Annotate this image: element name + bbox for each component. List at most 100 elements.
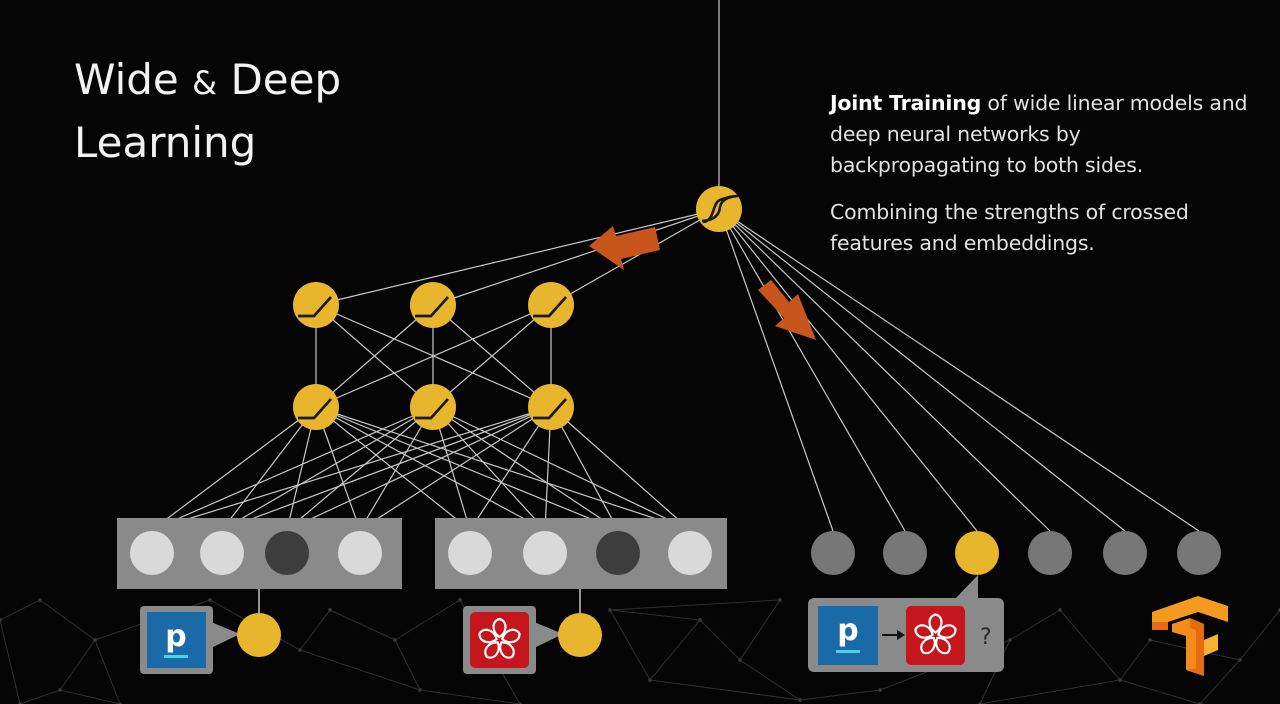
mesh-node [0,617,3,623]
wide-feature-unit-active [955,531,999,575]
embedding-unit [523,531,567,575]
embedding-unit [200,531,244,575]
question-mark: ? [980,625,992,650]
pandora-app-icon [818,606,878,665]
mesh-line [1119,679,1201,704]
mesh-line [799,689,881,701]
edge [432,208,720,306]
edge [432,406,546,531]
feature-key-unit [237,613,281,657]
edge [315,406,546,531]
mesh-line [739,659,801,701]
edge [221,406,317,531]
mesh-node [327,607,333,613]
mesh-line [19,689,61,704]
title-word-wide: Wide [74,55,179,104]
pandora-app-icon [147,612,206,668]
relu-neuron-icon [528,282,574,328]
mesh-node [37,597,43,603]
edge [359,406,434,531]
edge [286,406,434,531]
wide-feature-unit [1103,531,1147,575]
embedding-unit [130,531,174,575]
pandora-callout: p [140,606,281,674]
mesh-line [94,639,121,704]
edge [469,406,552,531]
mesh-node [737,657,743,663]
slide-description: Joint Training of wide linear models and… [830,88,1250,275]
mesh-node [647,677,653,683]
hidden-layers [293,282,574,430]
edge [286,406,552,531]
relu-neuron-icon [410,282,456,328]
mesh-line [1059,609,1121,681]
pandora-letter: p [837,613,858,648]
joint-training-text: of wide linear models and deep neural ne… [830,91,1248,177]
joint-training-bold: Joint Training [830,91,982,115]
mesh-line [609,599,781,611]
combining-paragraph: Combining the strengths of crossed featu… [830,200,1189,255]
edge [315,406,619,531]
mesh-node [417,687,423,693]
edge [432,406,691,531]
mesh-line [329,609,396,641]
mesh-line [1199,659,1241,704]
yelp-callout [463,606,602,674]
mesh-line [609,609,701,621]
edge [315,406,471,531]
mesh-line [299,609,331,651]
backprop-arrow-icon [758,280,816,340]
mesh-line [609,609,651,681]
mesh-node [457,597,463,603]
edge [315,304,552,408]
wide-feature-unit [1177,531,1221,575]
edge [221,406,434,531]
mesh-node [607,607,613,613]
mesh-line [59,689,121,704]
mesh-node [797,697,803,703]
mesh-node [1147,637,1153,643]
crossed-feature-callout: p ? [808,575,1004,672]
mesh-line [1009,609,1061,641]
wide-feature-unit [883,531,927,575]
pandora-letter: p [165,619,186,654]
edge [432,304,552,408]
mesh-line [649,679,801,701]
mesh-line [0,599,41,621]
relu-neuron-icon [528,384,574,430]
sigmoid-neuron-icon [696,186,742,232]
network-edges [151,0,1200,532]
embedding-unit [448,531,492,575]
mesh-node [1007,637,1013,643]
edge [550,406,619,531]
mesh-line [394,639,421,691]
relu-neuron-icon [410,384,456,430]
edge [221,406,552,531]
tensorflow-logo [1152,596,1228,676]
title-word-deep: Deep [230,55,342,104]
joint-training-paragraph: Joint Training of wide linear models and… [830,88,1250,181]
edge [315,406,691,531]
slide-title: Wide & Deep Learning [74,50,341,173]
mesh-node [697,617,703,623]
mesh-line [739,599,781,661]
yelp-app-icon [470,612,529,668]
edge [315,304,434,408]
mesh-node [297,647,303,653]
mesh-line [649,619,701,681]
mesh-node [1057,607,1063,613]
yelp-app-icon [906,606,965,665]
edge [718,208,1126,532]
relu-neuron-icon [293,282,339,328]
edge [151,406,552,531]
mesh-line [1119,639,1151,681]
edge [315,208,720,306]
relu-neuron-icon [293,384,339,430]
backprop-arrow-icon [589,226,660,270]
title-line-1: Wide & Deep [74,50,341,113]
edge [151,406,317,531]
mesh-line [39,599,96,641]
mesh-line [1239,609,1280,661]
embedding-unit [265,531,309,575]
edge [432,406,619,531]
